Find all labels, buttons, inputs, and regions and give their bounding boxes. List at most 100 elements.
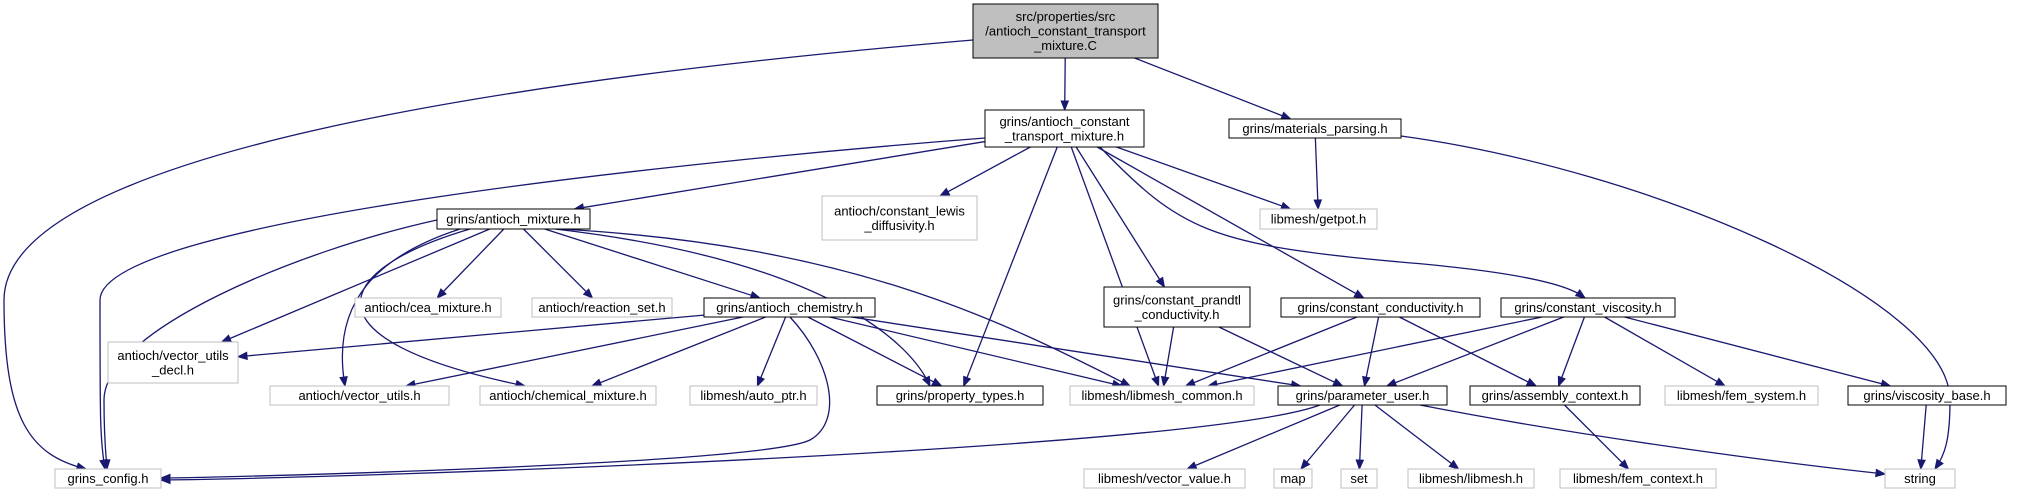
edge-antioch-chemistry-to-auto-ptr-arrowhead [756, 375, 765, 388]
edge-antioch-mixture-to-cea-mixture-arrowhead [436, 288, 447, 299]
node-label-line: _conductivity.h [1133, 307, 1219, 322]
edge-parameter-user-to-libmesh-h-arrowhead [1448, 459, 1460, 470]
edge-constant-prandtl-to-parameter-user [1218, 326, 1336, 384]
node-label-line: set [1350, 471, 1368, 486]
node-property-types[interactable]: grins/property_types.h [876, 385, 1044, 406]
edge-act-mixture-h-to-constant-conductivity-arrowhead [1353, 289, 1365, 299]
edge-constant-viscosity-to-fem-system-arrowhead [1714, 377, 1727, 387]
node-box [54, 468, 162, 489]
edge-root-to-materials-parsing [1134, 57, 1284, 117]
edge-root-to-materials-parsing-arrowhead [1280, 111, 1292, 120]
node-act-mixture-h[interactable]: grins/antioch_constant_transport_mixture… [984, 109, 1145, 148]
node-map: map [1273, 468, 1313, 489]
edge-constant-viscosity-to-assembly-context-arrowhead [1557, 375, 1566, 388]
edge-act-mixture-h-to-constant-prandtl-arrowhead [1155, 276, 1166, 289]
edge-viscosity-base-to-string-arrowhead [1917, 459, 1926, 471]
edge-antioch-mixture-to-grins-config-arrowhead [101, 459, 111, 471]
edge-root-to-grins-config [3, 39, 974, 470]
node-box [876, 385, 1044, 406]
node-box [1277, 385, 1448, 406]
edge-constant-viscosity-to-viscosity-base [1624, 316, 1883, 385]
node-label-line: grins/constant_viscosity.h [1514, 300, 1661, 315]
node-box [1847, 385, 2007, 406]
node-label-line: grins/property_types.h [896, 388, 1025, 403]
node-label-line: grins_config.h [68, 471, 149, 486]
edge-constant-prandtl-to-libmesh-common [1164, 326, 1175, 379]
node-box [354, 297, 502, 318]
edge-constant-viscosity-to-assembly-context [1560, 316, 1586, 379]
edge-antioch-mixture-to-libmesh-common-arrowhead [1119, 377, 1132, 387]
node-string: string [1884, 468, 1956, 489]
edge-constant-viscosity-to-fem-system [1604, 316, 1719, 383]
node-constant-viscosity[interactable]: grins/constant_viscosity.h [1500, 297, 1676, 318]
node-libmesh-h: libmesh/libmesh.h [1407, 468, 1535, 489]
edge-antioch-chemistry-to-vector-utils-decl-arrowhead [236, 351, 248, 361]
edge-antioch-mixture-to-vector-utils-decl [228, 228, 491, 340]
node-label-line: grins/antioch_constant [999, 114, 1129, 129]
node-constant-prandtl[interactable]: grins/constant_prandtl_conductivity.h [1103, 286, 1251, 328]
edge-constant-viscosity-to-parameter-user [1394, 316, 1564, 384]
node-box [1259, 208, 1378, 230]
edge-parameter-user-to-vector-value-arrowhead [1185, 461, 1198, 470]
edge-act-mixture-h-to-antioch-mixture [582, 140, 986, 209]
node-label-line: libmesh/fem_context.h [1573, 471, 1703, 486]
edge-constant-conductivity-to-parameter-user-arrowhead [1362, 375, 1371, 388]
node-label-line: grins/parameter_user.h [1296, 388, 1430, 403]
edge-antioch-chemistry-to-libmesh-common [829, 316, 1115, 385]
edge-antioch-chemistry-to-chemical-mixture-arrowhead [590, 378, 603, 387]
node-label-line: grins/materials_parsing.h [1242, 121, 1387, 136]
node-box [972, 3, 1159, 59]
edge-antioch-chemistry-to-grins-config [160, 316, 831, 479]
node-set: set [1340, 468, 1378, 489]
edge-parameter-user-to-vector-value [1194, 404, 1341, 467]
edge-constant-viscosity-to-parameter-user-arrowhead [1385, 378, 1398, 387]
edge-parameter-user-to-libmesh-h [1374, 404, 1453, 465]
edge-antioch-chemistry-to-vector-utils [413, 316, 744, 386]
node-box [1103, 286, 1251, 328]
node-box [1280, 297, 1481, 318]
node-label-line: grins/assembly_context.h [1482, 388, 1629, 403]
edge-viscosity-base-to-string [1920, 404, 1927, 462]
node-viscosity-base[interactable]: grins/viscosity_base.h [1847, 385, 2007, 406]
node-box [107, 341, 239, 384]
node-label-line: libmesh/libmesh_common.h [1081, 388, 1242, 403]
edge-antioch-chemistry-to-auto-ptr [759, 316, 787, 379]
node-fem-context: libmesh/fem_context.h [1559, 468, 1717, 489]
edge-act-mixture-h-to-property-types-arrowhead [963, 375, 972, 388]
node-antioch-chemistry[interactable]: grins/antioch_chemistry.h [703, 297, 876, 318]
edge-antioch-mixture-to-vector-utils-arrowhead [339, 375, 348, 388]
node-materials-parsing[interactable]: grins/materials_parsing.h [1228, 118, 1402, 139]
node-label-line: antioch/constant_lewis [834, 203, 965, 218]
edge-act-mixture-h-to-constant-viscosity [1099, 146, 1586, 299]
edge-antioch-mixture-to-reaction-set [523, 228, 588, 293]
node-antioch-mixture[interactable]: grins/antioch_mixture.h [436, 208, 591, 230]
node-assembly-context[interactable]: grins/assembly_context.h [1469, 385, 1641, 406]
node-label-line: _mixture.C [1033, 38, 1097, 53]
node-root[interactable]: src/properties/src/antioch_constant_tran… [972, 3, 1159, 59]
edge-antioch-mixture-to-cea-mixture [442, 228, 505, 293]
edge-materials-parsing-to-string [1400, 135, 1951, 470]
edge-act-mixture-h-to-libmesh-common [1070, 146, 1157, 379]
node-label-line: _diffusivity.h [863, 218, 934, 233]
node-box [1083, 468, 1246, 489]
edge-act-mixture-h-to-constant-conductivity [1096, 146, 1358, 295]
node-box [1469, 385, 1641, 406]
node-box [1069, 385, 1255, 406]
edge-constant-conductivity-to-assembly-context-arrowhead [1525, 377, 1538, 387]
node-box [1500, 297, 1676, 318]
edge-constant-prandtl-to-libmesh-common-arrowhead [1160, 375, 1170, 388]
edge-constant-viscosity-to-libmesh-common [1215, 316, 1543, 386]
node-grins-config: grins_config.h [54, 468, 162, 489]
node-cea-mixture: antioch/cea_mixture.h [354, 297, 502, 318]
edge-antioch-mixture-to-reaction-set-arrowhead [582, 288, 594, 299]
node-box [479, 385, 657, 406]
edge-constant-conductivity-to-libmesh-common [1192, 316, 1358, 384]
node-vector-utils: antioch/vector_utils.h [269, 385, 450, 406]
edge-antioch-mixture-to-vector-utils-decl-arrowhead [220, 334, 233, 343]
edge-act-mixture-h-to-constant-prandtl [1075, 146, 1161, 281]
node-parameter-user[interactable]: grins/parameter_user.h [1277, 385, 1448, 406]
node-box [1340, 468, 1378, 489]
nodes-layer: src/properties/src/antioch_constant_tran… [54, 3, 2007, 489]
node-constant-conductivity[interactable]: grins/constant_conductivity.h [1280, 297, 1481, 318]
edge-antioch-chemistry-to-parameter-user [851, 316, 1293, 386]
